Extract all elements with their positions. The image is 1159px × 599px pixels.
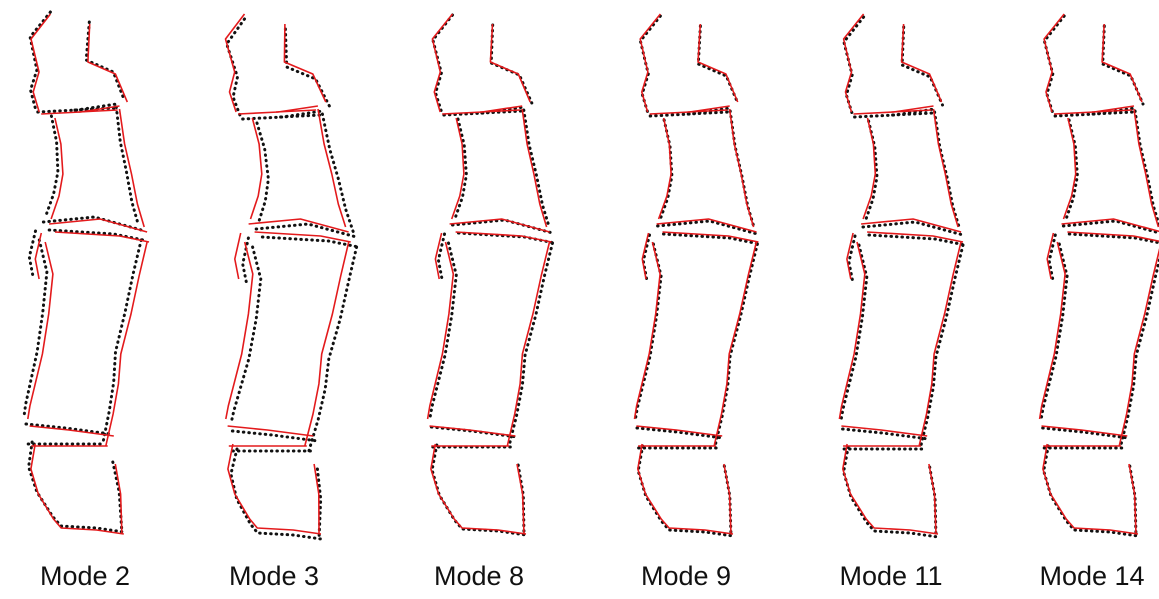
- panel-label-mode-9: Mode 9: [586, 561, 786, 592]
- finger-panel: [1040, 14, 1159, 536]
- mean-shape-outline: [509, 243, 553, 447]
- mode-shape-outline: [638, 444, 733, 534]
- mode-shape-outline: [1042, 426, 1128, 436]
- mean-shape-outline: [902, 27, 942, 105]
- mode-shape-outline: [1064, 118, 1076, 219]
- mode-shape-outline: [1129, 464, 1136, 534]
- mean-shape-outline: [935, 112, 960, 230]
- mean-shape-outline: [432, 445, 526, 535]
- mean-shape-outline: [638, 446, 733, 536]
- mean-shape-outline: [844, 17, 864, 115]
- mode-shape-outline: [863, 118, 875, 219]
- mode-shape-outline: [228, 444, 321, 534]
- mode-shape-outline: [106, 242, 147, 446]
- mode-shape-outline: [305, 242, 349, 446]
- mode-shape-outline: [120, 109, 145, 227]
- finger-panel: [226, 14, 359, 539]
- mean-shape-outline: [103, 240, 142, 444]
- mode-shape-outline: [867, 232, 963, 242]
- mean-shape-outline: [1044, 446, 1138, 536]
- mean-shape-outline: [231, 247, 261, 424]
- mode-shape-outline: [235, 233, 241, 279]
- mean-shape-outline: [1135, 111, 1159, 229]
- mode-shape-outline: [30, 426, 114, 436]
- mean-shape-outline: [920, 245, 963, 449]
- panel-label-mode-8: Mode 8: [379, 561, 579, 592]
- finger-panel: [839, 14, 965, 537]
- mode-shape-outline: [49, 219, 147, 232]
- panels: [24, 12, 1159, 539]
- mode-shape-outline: [1043, 444, 1138, 534]
- mode-shape-outline: [318, 109, 346, 227]
- mean-shape-outline: [116, 107, 138, 225]
- mean-shape-outline: [257, 123, 268, 224]
- mean-shape-outline: [232, 431, 317, 441]
- mean-shape-outline: [29, 231, 35, 277]
- mode-shape-outline: [1119, 242, 1159, 446]
- mode-shape-outline: [636, 426, 722, 436]
- panel-label-mode-2: Mode 2: [0, 561, 185, 592]
- mode-shape-outline: [714, 242, 756, 446]
- mode-shape-outline: [51, 118, 63, 219]
- mode-shape-outline: [55, 232, 149, 242]
- mean-shape-outline: [24, 240, 47, 417]
- mode-shape-outline: [31, 444, 124, 534]
- mean-shape-outline: [431, 427, 517, 437]
- mode-shape-outline: [450, 219, 550, 232]
- panel-label-mode-11: Mode 11: [791, 561, 991, 592]
- mode-shape-outline: [663, 232, 759, 242]
- mean-shape-outline: [29, 442, 124, 532]
- mean-shape-outline: [262, 237, 358, 247]
- mean-shape-outline: [26, 424, 110, 434]
- mean-shape-outline: [637, 428, 723, 438]
- mode-shape-outline: [843, 444, 938, 534]
- panel-label-mode-14: Mode 14: [992, 561, 1159, 592]
- panel-label-mode-3: Mode 3: [174, 561, 374, 592]
- mean-shape-outline: [844, 447, 938, 537]
- mean-shape-outline: [281, 115, 321, 117]
- mean-shape-outline: [86, 22, 124, 100]
- mean-shape-outline: [309, 247, 357, 451]
- mode-shape-outline: [431, 444, 526, 534]
- mean-shape-outline: [1043, 428, 1129, 438]
- mean-shape-outline: [231, 449, 321, 539]
- mode-shape-outline: [284, 24, 325, 102]
- mode-shape-outline: [635, 242, 661, 419]
- finger-panel: [635, 14, 760, 536]
- mode-shape-outline: [452, 118, 464, 219]
- mean-shape-outline: [660, 120, 672, 221]
- mode-shape-outline: [724, 464, 731, 534]
- mode-shape-outline: [78, 110, 117, 112]
- mode-shape-outline: [490, 24, 530, 102]
- mean-shape-outline: [730, 111, 754, 229]
- mode-shape-outline: [226, 14, 245, 112]
- mean-shape-outline: [322, 114, 353, 232]
- mean-shape-outline: [45, 116, 58, 217]
- mean-shape-outline: [893, 113, 933, 115]
- mode-shape-outline: [919, 242, 961, 446]
- mode-shape-outline: [31, 14, 50, 112]
- finger-panel: [428, 14, 555, 535]
- mode-shape-outline: [276, 110, 316, 112]
- mean-shape-outline: [524, 110, 550, 228]
- mode-shape-outline: [430, 426, 516, 436]
- finger-panel: [24, 12, 149, 534]
- mode-shape-outline: [929, 464, 936, 534]
- mode-shape-outline: [659, 118, 672, 219]
